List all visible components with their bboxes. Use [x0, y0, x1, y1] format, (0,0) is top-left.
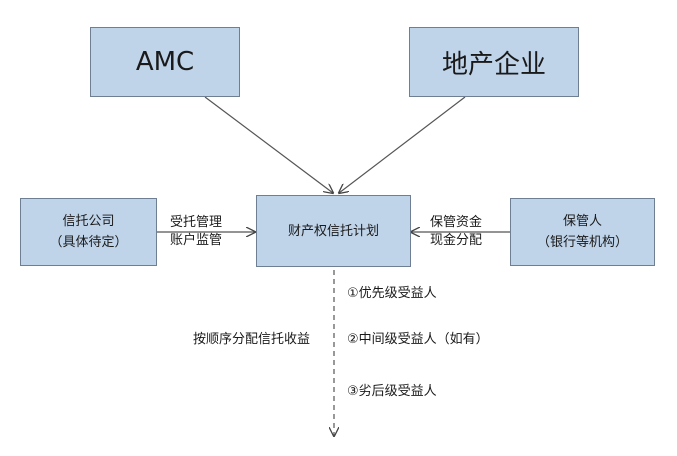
beneficiary-mezzanine: ②中间级受益人（如有） — [347, 332, 489, 347]
edge-label-account-supervision: 账户监管 — [170, 233, 223, 248]
trust-plan-box: 财产权信托计划 — [256, 195, 411, 267]
arrow-amc-to-trust-plan — [204, 96, 333, 193]
edge-label-cash-distribution: 现金分配 — [430, 233, 483, 248]
real-estate-developer-label: 地产企业 — [441, 49, 546, 80]
custodian-edge-label: 保管资金 现金分配 — [430, 214, 482, 250]
custodian-name: 保管人 — [562, 214, 602, 229]
edge-label-entrusted-management: 受托管理 — [170, 215, 223, 230]
amc-label: AMC — [135, 47, 195, 77]
beneficiary-subordinate: ③劣后级受益人 — [347, 384, 437, 399]
trust-company-box: 信托公司 （具体待定） — [20, 198, 157, 266]
distribution-label: 按顺序分配信托收益 — [193, 332, 311, 347]
custodian-box: 保管人 （银行等机构） — [510, 198, 655, 266]
trust-company-note: （具体待定） — [49, 235, 128, 250]
real-estate-developer-box: 地产企业 — [409, 27, 579, 97]
trust-plan-label: 财产权信托计划 — [287, 223, 379, 239]
custodian-note: （银行等机构） — [536, 235, 628, 250]
trust-company-edge-label: 受托管理 账户监管 — [170, 214, 222, 250]
edge-label-custody-funds: 保管资金 — [430, 215, 483, 230]
amc-box: AMC — [90, 27, 240, 97]
trust-company-name: 信托公司 — [62, 214, 115, 229]
beneficiary-senior: ①优先级受益人 — [347, 286, 437, 301]
arrow-developer-to-trust-plan — [339, 96, 466, 193]
